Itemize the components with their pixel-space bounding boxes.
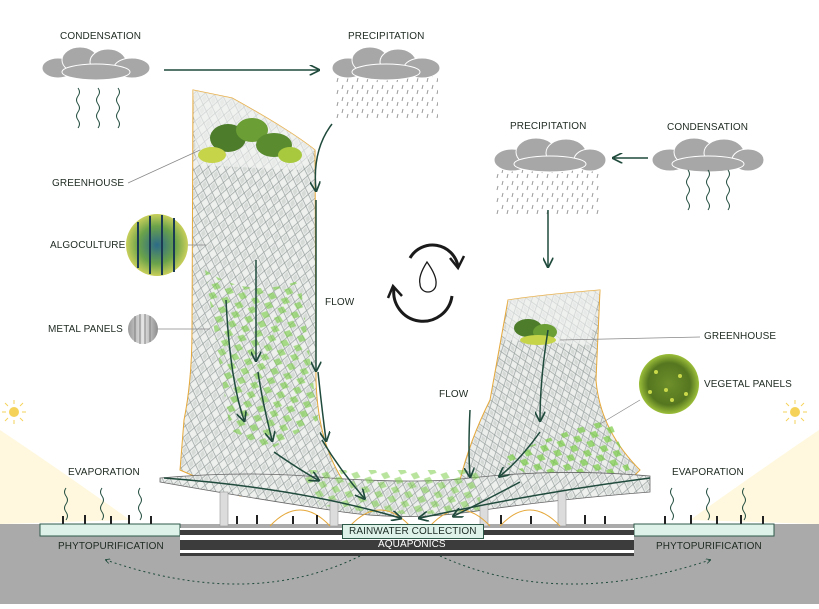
label-greenhouse-right: GREENHOUSE (704, 331, 777, 342)
label-greenhouse-left: GREENHOUSE (52, 178, 125, 189)
label-flow-left: FLOW (325, 297, 355, 308)
label-vegetal-panels: VEGETAL PANELS (704, 379, 792, 390)
label-condensation-right: CONDENSATION (667, 122, 749, 133)
arrow-rain-to-tower-left (315, 123, 333, 190)
sun-icon (783, 400, 807, 424)
pool-left (39, 523, 181, 537)
algoculture-thumbnail (126, 214, 188, 276)
label-rainwater-collection: RAINWATER COLLECTION (342, 524, 484, 539)
label-metal-panels: METAL PANELS (48, 324, 123, 335)
condensation-waves-right (686, 169, 730, 211)
metal-panels-thumbnail (128, 314, 158, 344)
sun-icon (2, 400, 26, 424)
dotted-arrow-left (106, 555, 361, 585)
dotted-arrow-right (439, 555, 710, 585)
evaporation-waves-right (670, 487, 746, 521)
label-evaporation-left: EVAPORATION (68, 467, 140, 478)
water-drop-icon (419, 260, 437, 293)
cloud-precipitation-right (493, 137, 607, 214)
greenhouse-left-vegetation (198, 118, 302, 163)
evaporation-waves-left (64, 487, 142, 521)
cycle-icon (386, 243, 466, 323)
cloud-condensation-left (41, 46, 151, 81)
right-tower (459, 289, 641, 495)
label-condensation-left: CONDENSATION (60, 31, 142, 42)
sunlight-right (690, 430, 819, 524)
arches (269, 509, 561, 527)
label-algoculture: ALGOCULTURE (50, 240, 126, 251)
label-precipitation-right: PRECIPITATION (510, 121, 587, 132)
label-flow-right: FLOW (439, 389, 469, 400)
greenhouse-right-vegetation (514, 319, 557, 345)
sunlight-left (0, 430, 130, 524)
label-aquaponics: AQUAPONICS (378, 539, 446, 550)
label-evaporation-right: EVAPORATION (672, 467, 744, 478)
callout-leaders (127, 149, 701, 425)
vegetal-panels-thumbnail (639, 354, 699, 414)
pool-right (633, 523, 775, 537)
condensation-waves-left (76, 87, 120, 129)
label-phytopurification-left: PHYTOPURIFICATION (58, 541, 164, 552)
cloud-condensation-right (651, 137, 765, 173)
flow-arrows (163, 70, 651, 518)
label-precipitation-left: PRECIPITATION (348, 31, 425, 42)
label-phytopurification-right: PHYTOPURIFICATION (656, 541, 762, 552)
cloud-precipitation-left (331, 46, 441, 120)
people-silhouettes (62, 515, 764, 524)
